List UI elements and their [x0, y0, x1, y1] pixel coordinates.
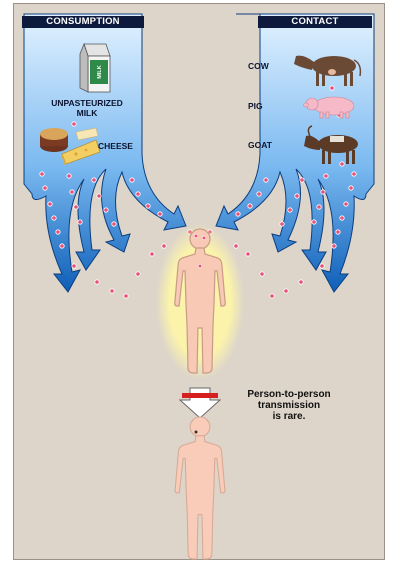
second-person — [175, 417, 225, 559]
diagram-panel: MILK — [13, 3, 385, 560]
milk-carton-label: MILK — [97, 65, 103, 78]
transmission-note-line2: transmission — [214, 400, 364, 411]
cheese-label: CHEESE — [98, 141, 133, 151]
milk-label-line2: MILK — [32, 108, 142, 118]
consumption-header: CONSUMPTION — [22, 16, 144, 28]
transmission-note-line1: Person-to-person — [214, 389, 364, 400]
cow-label: COW — [248, 61, 269, 71]
diagram-artwork: MILK — [14, 4, 386, 561]
transmission-note-line3: is rare. — [214, 411, 364, 422]
contact-header: CONTACT — [258, 16, 372, 28]
milk-carton-icon: MILK — [80, 44, 110, 92]
human-figure-icon — [175, 417, 225, 559]
transmission-note: Person-to-person transmission is rare. — [214, 389, 364, 422]
infected-person — [156, 224, 244, 380]
contact-arrows — [216, 14, 374, 292]
goat-label: GOAT — [248, 140, 272, 150]
milk-label: UNPASTEURIZED MILK — [32, 98, 142, 118]
milk-label-line1: UNPASTEURIZED — [32, 98, 142, 108]
pig-label: PIG — [248, 101, 263, 111]
